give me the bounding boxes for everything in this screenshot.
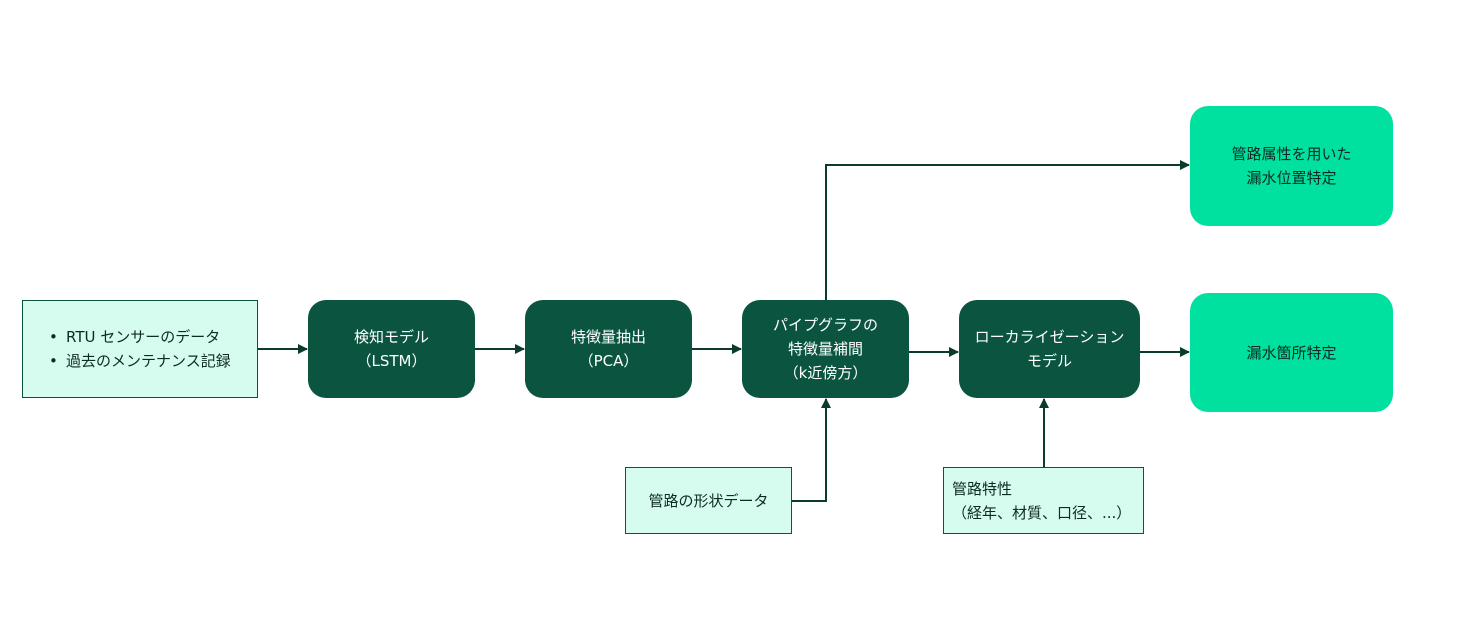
input-data-box: RTU センサーのデータ 過去のメンテナンス記録 xyxy=(22,300,258,398)
attribute-localization-label: 管路属性を用いた 漏水位置特定 xyxy=(1231,145,1352,187)
localization-model-label: ローカライゼーション モデル xyxy=(974,328,1125,370)
arrow-shape-to-interpolation xyxy=(791,398,831,502)
input-item-maintenance: 過去のメンテナンス記録 xyxy=(49,349,231,373)
pipe-properties-node: 管路特性 （経年、材質、口径、...） xyxy=(943,467,1144,534)
leak-location-label: 漏水箇所特定 xyxy=(1246,343,1337,362)
interpolation-label: パイプグラフの 特徴量補間 （k近傍方） xyxy=(772,316,878,382)
pipe-properties-label: 管路特性 （経年、材質、口径、...） xyxy=(952,479,1132,522)
pipe-shape-label: 管路の形状データ xyxy=(648,491,769,510)
feature-extraction-label: 特徴量抽出 （PCA） xyxy=(570,328,646,370)
input-item-rtu: RTU センサーのデータ xyxy=(49,325,231,349)
input-data-list: RTU センサーのデータ 過去のメンテナンス記録 xyxy=(49,325,231,373)
detection-model-node: 検知モデル （LSTM） xyxy=(308,300,475,398)
pipe-shape-node: 管路の形状データ xyxy=(625,467,792,534)
interpolation-node: パイプグラフの 特徴量補間 （k近傍方） xyxy=(742,300,909,398)
leak-location-node: 漏水箇所特定 xyxy=(1190,293,1393,412)
feature-extraction-node: 特徴量抽出 （PCA） xyxy=(525,300,692,398)
arrow-interpolation-to-attribute xyxy=(825,160,1190,300)
localization-model-node: ローカライゼーション モデル xyxy=(959,300,1140,398)
detection-model-label: 検知モデル （LSTM） xyxy=(353,328,429,370)
attribute-localization-node: 管路属性を用いた 漏水位置特定 xyxy=(1190,106,1393,226)
